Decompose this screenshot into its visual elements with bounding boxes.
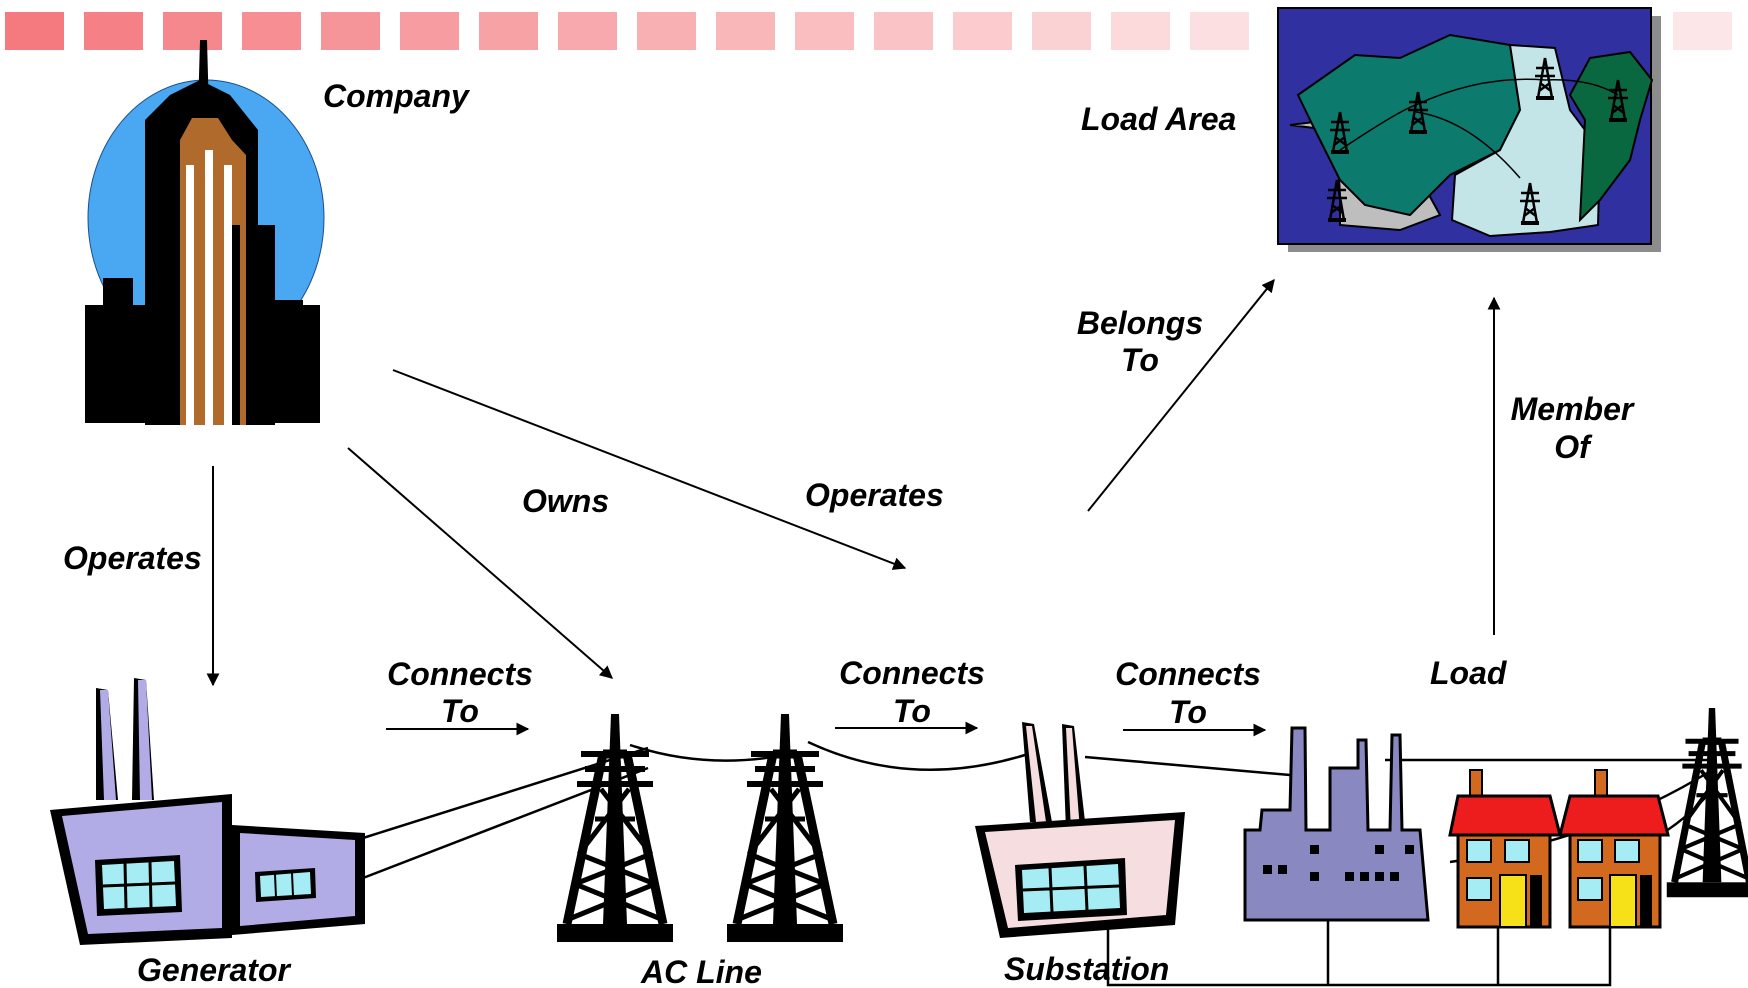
banner-dash	[1032, 12, 1091, 50]
transmission-tower-icon	[557, 714, 843, 942]
banner-dash	[242, 12, 301, 50]
edge-label-load-loadarea: Member Of	[1511, 391, 1635, 465]
edge-label-substation-load: Connects To	[1115, 656, 1261, 730]
arrow-company-acline	[347, 447, 613, 679]
edge-label-line1: Connects	[387, 656, 533, 692]
banner-dash	[1673, 12, 1732, 50]
banner-dash	[163, 12, 222, 50]
edge-label-line1: Connects	[1115, 656, 1261, 692]
ac-line-label: AC Line	[640, 954, 762, 988]
edge-label-acline-substation: Connects To	[839, 655, 985, 729]
edge-label-line2: To	[1169, 694, 1207, 730]
banner-dash	[637, 12, 696, 50]
banner-dash	[795, 12, 854, 50]
decorative-banner	[5, 12, 1732, 50]
banner-dash	[1190, 12, 1249, 50]
banner-dash	[84, 12, 143, 50]
banner-dash	[400, 12, 459, 50]
company-label: Company	[323, 78, 471, 114]
factory-and-houses-icon	[1243, 708, 1748, 929]
banner-dash	[716, 12, 775, 50]
banner-dash	[479, 12, 538, 50]
substation-label: Substation	[1004, 951, 1169, 987]
edge-label-line2: To	[1121, 342, 1159, 378]
banner-dash	[953, 12, 1012, 50]
banner-dash	[874, 12, 933, 50]
edge-label-generator-acline: Connects To	[387, 656, 533, 729]
generator-label: Generator	[137, 952, 291, 988]
banner-dash	[558, 12, 617, 50]
substation-icon	[975, 722, 1185, 938]
edge-label-line2: To	[441, 693, 479, 729]
skyscraper-icon	[85, 40, 325, 425]
edge-label-company-acline: Owns	[522, 483, 609, 519]
arrow-substation-loadarea	[1087, 278, 1275, 512]
load-label: Load	[1430, 655, 1508, 691]
edge-label-company-generator: Operates	[63, 540, 202, 576]
edge-label-line2: Of	[1554, 429, 1593, 465]
banner-dash	[321, 12, 380, 50]
power-plant-icon	[50, 678, 365, 945]
edge-label-company-substation: Operates	[805, 477, 944, 513]
edge-label-line1: Connects	[839, 655, 985, 691]
connectors	[206, 278, 1501, 737]
edge-label-line2: To	[893, 693, 931, 729]
banner-dash	[1111, 12, 1170, 50]
load-area-label: Load Area	[1081, 101, 1236, 137]
banner-dash	[5, 12, 64, 50]
edge-label-substation-loadarea: Belongs To	[1077, 305, 1203, 378]
arrow-company-substation	[392, 369, 907, 570]
edge-label-line1: Member	[1511, 391, 1635, 427]
edge-label-line1: Belongs	[1077, 305, 1203, 341]
region-map-icon	[1277, 7, 1661, 252]
